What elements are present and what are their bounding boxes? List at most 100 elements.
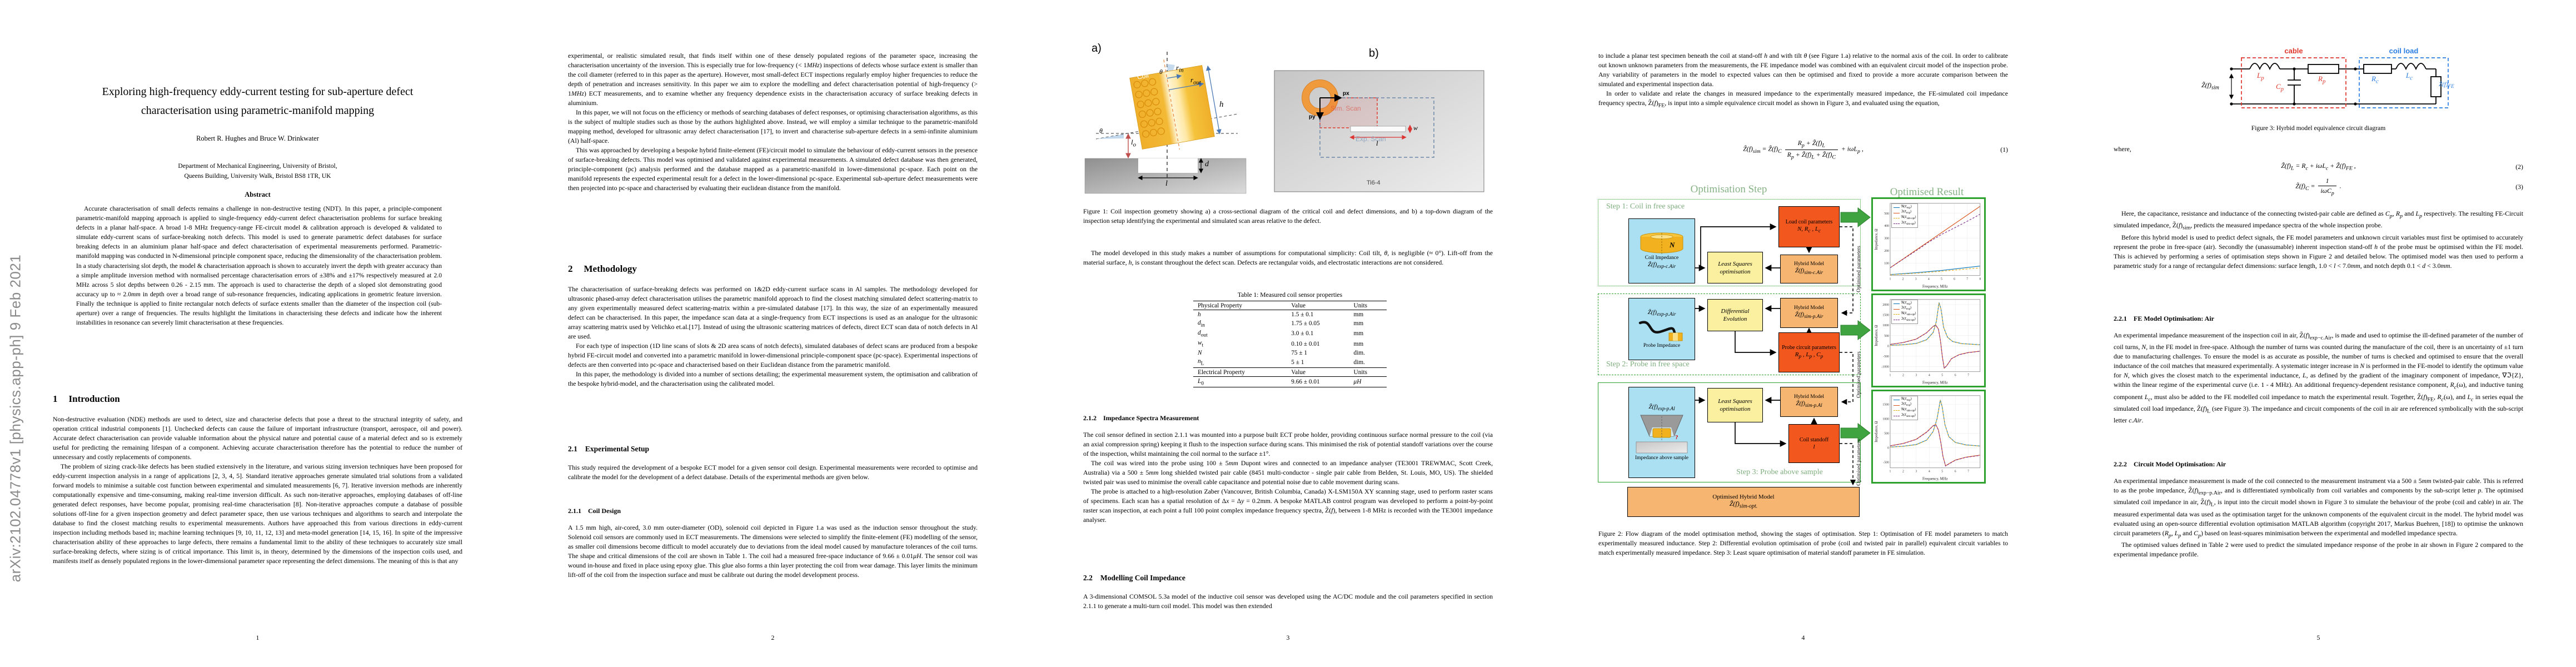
svg-text:-500: -500: [1883, 461, 1889, 464]
equation-3-number: (3): [2515, 182, 2523, 191]
section-number: 1: [53, 394, 58, 404]
paragraph: In this paper, we will not focus on the …: [568, 108, 978, 145]
question-mark-label: ?: [1675, 434, 1678, 441]
section-number: 2.2: [1083, 574, 1093, 582]
hybrid-model-title: Hybrid Model: [1793, 305, 1825, 311]
coil-winding-circles: [1133, 78, 1165, 138]
figure-1-caption: Figure 1: Coil inspection geometry showi…: [1083, 208, 1493, 225]
svg-text:300: 300: [1884, 237, 1889, 241]
col-physical-property: Physical Property: [1198, 302, 1243, 309]
svg-text:Impedance, Ω: Impedance, Ω: [1875, 421, 1879, 442]
outer-radius-arrow: [1169, 82, 1204, 91]
svg-text:0: 0: [1887, 345, 1889, 348]
body-text: The characterisation of surface-breaking…: [568, 285, 978, 389]
where-text: where,: [2114, 145, 2523, 154]
coil-icon-svg: [1640, 232, 1683, 254]
page-3: a) Coil rin rout h θ θ lo d l: [1030, 0, 1546, 667]
section-number: 2.1.2: [1083, 414, 1097, 422]
svg-text:7: 7: [1967, 374, 1969, 377]
L-p-label: Lp: [2257, 71, 2264, 82]
probe-icon-svg: [1636, 415, 1688, 453]
plot-legend: ℜ(Zexp)ℑ(Zexp)ℜ(Zsim-opt)ℑ(Zsim-opt): [1891, 203, 1919, 228]
property-cell: h: [1198, 311, 1201, 318]
body-text: The coil sensor defined in section 2.1.1…: [1083, 430, 1493, 525]
probe-circuit-parameters-symbols: Rp , Lp , Cp: [1795, 351, 1823, 360]
differential-evolution-box: Differential Evolution: [1707, 299, 1763, 331]
table-1: Table 1: Measured coil sensor properties…: [1193, 291, 1387, 387]
section-number: 2.1.1: [568, 507, 581, 515]
coil-load-label: coil load: [2389, 47, 2419, 55]
svg-text:Frequency, MHz: Frequency, MHz: [1922, 285, 1948, 288]
h-label: h: [1219, 100, 1224, 109]
svg-text:6: 6: [1955, 470, 1956, 473]
page-5: cable coil load Z̃(f)sim Lp Cp Rp Rc Lc …: [2061, 0, 2576, 667]
body-text: A 3-dimensional COMSOL 5.3a model of the…: [1083, 592, 1493, 611]
coil-impedance-box: N Coil Impedance Z̃(f)exp-c.Air: [1628, 218, 1695, 283]
section-number: 2: [568, 263, 573, 274]
units-cell: μH: [1353, 379, 1362, 386]
cable-label: cable: [2284, 47, 2303, 55]
n-turns-label: N: [1670, 240, 1675, 249]
hybrid-model-title: Hybrid Model: [1793, 261, 1825, 267]
step-2-label: Step 2: Probe in free space: [1606, 360, 1690, 369]
impedance-above-sample-formula: Z̃(f)exp-p.Al: [1648, 404, 1675, 412]
col-units: Units: [1353, 369, 1368, 376]
section-title: FE Model Optimisation: Air: [2134, 315, 2214, 322]
paragraph: The model developed in this study makes …: [1083, 249, 1493, 266]
svg-text:4: 4: [1928, 277, 1930, 281]
equation-1-number: (1): [2000, 145, 2008, 153]
paragraph: An experimental impedance measurement is…: [2114, 477, 2523, 539]
body-text: An experimental impedance measurement of…: [2114, 331, 2523, 425]
coil-load-dashed-box: [2359, 57, 2449, 108]
units-cell: mm: [1353, 311, 1364, 318]
r-out-label: rout: [1190, 76, 1201, 86]
coil-standoff-label: Coil standoff: [1799, 436, 1829, 443]
R-c-label: Rc: [2371, 74, 2379, 85]
r-in-label: rin: [1176, 63, 1184, 74]
table-1-caption: Table 1: Measured coil sensor properties: [1237, 291, 1343, 298]
optimised-result-title: Optimised Result: [1890, 186, 1964, 198]
svg-text:6: 6: [1954, 277, 1955, 281]
abstract-heading: Abstract: [245, 191, 271, 198]
svg-text:4: 4: [1929, 374, 1930, 377]
property-cell: L0: [1198, 377, 1204, 386]
units-cell: mm: [1353, 330, 1364, 337]
svg-text:1000: 1000: [1882, 417, 1889, 421]
paragraph: Before this hybrid model is used to pred…: [2114, 233, 2523, 270]
paragraph: Here, the capacitance, resistance and in…: [2114, 210, 2523, 231]
svg-text:Impedance, Ω: Impedance, Ω: [1875, 229, 1879, 250]
equation-2: Z̃(f)L = Rc + iωLc + Z̃(f)FE , (2): [2114, 161, 2523, 172]
figure-2-flowchart: Optimisation Step Optimised Result Step …: [1593, 183, 1990, 525]
svg-text:500: 500: [1884, 432, 1889, 435]
body-text: A 1.5 mm high, air-cored, 3.0 mm outer-d…: [568, 523, 978, 580]
paragraph: The problem of sizing crack-like defects…: [53, 462, 462, 565]
subfigure-b-label: b): [1369, 47, 1379, 59]
material-label: Ti6-4: [1367, 180, 1381, 186]
paragraph: Non-destructive evaluation (NDE) methods…: [53, 415, 462, 461]
svg-text:500: 500: [1884, 212, 1889, 216]
probe-impedance-box: Z̃(f)exp-p.Air Probe Impedance: [1628, 298, 1695, 360]
section-title: Impedance Spectra Measurement: [1103, 414, 1199, 422]
svg-text:3: 3: [1915, 470, 1917, 473]
R-p-label: Rp: [2318, 74, 2326, 85]
page-number: 4: [1801, 634, 1805, 641]
hybrid-model-formula: Z̃(f)sim-p.Al: [1796, 400, 1822, 409]
probe-above-sample-icon: ?: [1633, 413, 1691, 455]
svg-text:1000: 1000: [1882, 324, 1889, 327]
svg-text:Frequency, MHz: Frequency, MHz: [1922, 381, 1948, 385]
impedance-above-sample-box: Z̃(f)exp-p.Al ? Impedance above sample: [1628, 387, 1695, 478]
plot-legend: ℜ(Zexp)ℑ(Zexp)ℜ(Zsim-opt)ℑ(Zsim-opt): [1891, 300, 1919, 324]
step-3-label: Step 3: Probe above sample: [1736, 468, 1823, 476]
svg-text:6: 6: [1955, 374, 1956, 377]
paragraph: A 1.5 mm high, air-cored, 3.0 mm outer-d…: [568, 524, 978, 579]
w-label: w: [1413, 124, 1418, 132]
